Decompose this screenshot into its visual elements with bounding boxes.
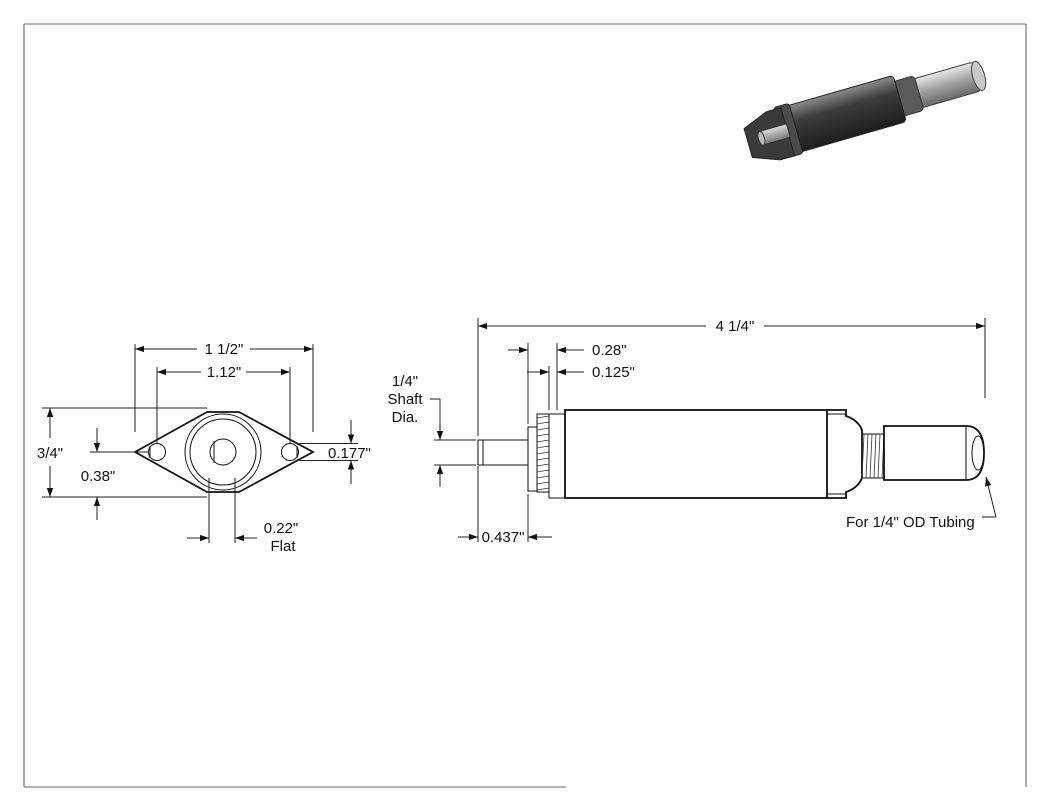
dim-height-label: 3/4": [37, 445, 63, 462]
mounting-hole-right: [281, 443, 299, 461]
dim-overall-width-label: 1 1/2": [205, 341, 244, 358]
shaft-note-line-1: 1/4": [392, 373, 418, 390]
dim-flat: 0.22" Flat: [187, 478, 298, 555]
dim-thread-length-label: 0.28": [592, 342, 627, 359]
dim-hole-diameter: 0.177": [299, 420, 371, 484]
dim-thread-length: 0.28": [508, 342, 627, 424]
shaft-note-line-2: Shaft: [387, 391, 423, 408]
dim-center-offset: 0.38": [81, 428, 148, 520]
sheet-border: [23, 23, 1027, 788]
dim-center-offset-label: 0.38": [81, 468, 116, 485]
isometric-render: [743, 60, 987, 161]
dim-height: 3/4": [37, 407, 207, 498]
dim-collar-length-label: 0.125": [592, 364, 635, 381]
dim-collar-length: 0.125": [527, 364, 635, 410]
dim-overall-width: 1 1/2": [134, 341, 314, 432]
flange-view: [133, 411, 315, 493]
fitting-thread: [861, 433, 885, 479]
dim-hole-diameter-label: 0.177": [328, 445, 371, 462]
dim-flat-label: 0.22": [264, 520, 299, 537]
dim-hole-spacing-label: 1.12": [207, 364, 242, 381]
end-cap: [827, 409, 863, 499]
dim-shaft-length: 0.437": [458, 466, 552, 546]
flange-outline: [133, 411, 315, 493]
pump-body: [564, 409, 828, 499]
dim-overall-length-label: 4 1/4": [716, 318, 755, 335]
tubing-note: For 1/4" OD Tubing: [846, 514, 975, 531]
shaft-note-line-3: Dia.: [392, 409, 419, 426]
side-view: [477, 409, 985, 499]
dim-hole-spacing: 1.12": [156, 364, 291, 444]
tube-fitting: [883, 425, 985, 481]
shaft: [477, 439, 529, 466]
tubing-callout: For 1/4" OD Tubing: [846, 476, 997, 531]
dim-flat-note: Flat: [270, 538, 296, 555]
dim-overall-length: 4 1/4": [477, 318, 986, 436]
thread: [536, 413, 550, 493]
collar: [527, 426, 538, 492]
mounting-hole-left: [148, 443, 166, 461]
dim-shaft-length-label: 0.437": [482, 529, 525, 546]
dim-shaft-diameter: 1/4" Shaft Dia.: [387, 373, 476, 487]
